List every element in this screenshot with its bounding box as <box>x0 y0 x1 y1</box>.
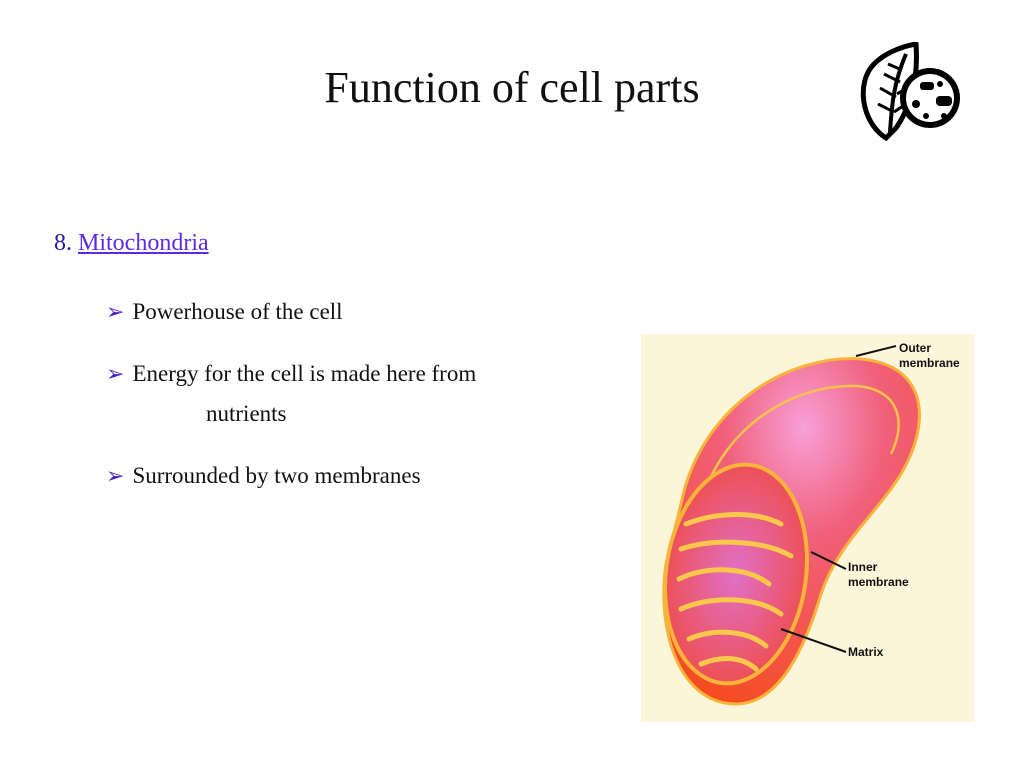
label-outer-membrane: membrane <box>899 356 960 370</box>
bullet-continuation: nutrients <box>206 401 287 426</box>
bullet-text: Energy for the cell is made here from <box>132 361 477 386</box>
label-matrix: Matrix <box>848 645 884 659</box>
label-inner: Inner <box>848 560 878 574</box>
bullet-item: ➢ Surrounded by two membranes <box>106 456 421 496</box>
bullet-item: ➢ Energy for the cell is made here from n… <box>106 354 476 434</box>
bullet-item: ➢ Powerhouse of the cell <box>106 292 343 332</box>
bullet-arrow-icon: ➢ <box>106 463 125 488</box>
bullet-text: Surrounded by two membranes <box>132 463 421 488</box>
leaf-cell-icon <box>860 42 960 142</box>
mitochondria-figure: Outer membrane Inner membrane Matrix <box>641 334 974 722</box>
label-inner-membrane: membrane <box>848 575 909 589</box>
mitochondria-diagram: Outer membrane Inner membrane Matrix <box>662 341 960 706</box>
label-outer: Outer <box>899 341 931 355</box>
mitochondria-link[interactable]: Mitochondria <box>78 230 209 256</box>
section-number: 8. <box>54 230 72 256</box>
bullet-arrow-icon: ➢ <box>106 361 125 386</box>
slide-title: Function of cell parts <box>324 63 700 112</box>
bullet-arrow-icon: ➢ <box>106 299 125 324</box>
bullet-text: Powerhouse of the cell <box>132 299 343 324</box>
section-heading: 8.Mitochondria <box>54 230 209 257</box>
